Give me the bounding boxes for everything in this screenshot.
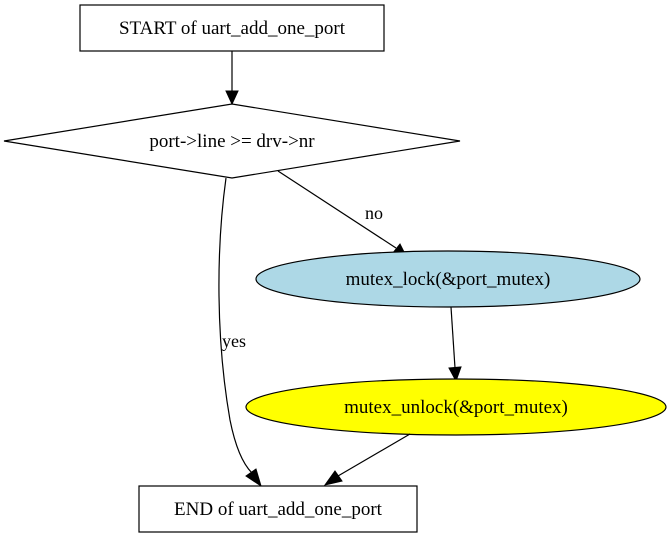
start-node-box (79, 4, 385, 52)
lock-node-ellipse (255, 250, 641, 308)
unlock-node-ellipse (245, 378, 667, 436)
edge-decision-to-end: yes (218, 177, 262, 488)
edge-unlock-to-end (323, 433, 411, 486)
lock-node-label: mutex_lock(&port_mutex) (346, 269, 551, 290)
decision-node-diamond (3, 103, 461, 179)
end-node-label: END of uart_add_one_port (174, 499, 383, 520)
edge-yes-label: yes (222, 331, 246, 351)
decision-node: port->line >= drv->nr (3, 103, 461, 179)
edge-decision-to-lock: no (277, 170, 408, 259)
unlock-node: mutex_unlock(&port_mutex) (245, 378, 667, 436)
start-node-label: START of uart_add_one_port (119, 18, 346, 39)
edge-start-to-decision (225, 51, 239, 106)
lock-node: mutex_lock(&port_mutex) (255, 250, 641, 308)
edge-lock-to-unlock (448, 306, 462, 383)
decision-node-label: port->line >= drv->nr (149, 131, 315, 152)
unlock-node-label: mutex_unlock(&port_mutex) (344, 397, 568, 418)
end-node: END of uart_add_one_port (138, 485, 418, 533)
edge-no-label: no (365, 203, 383, 223)
end-node-box (138, 485, 418, 533)
start-node: START of uart_add_one_port (79, 4, 385, 52)
